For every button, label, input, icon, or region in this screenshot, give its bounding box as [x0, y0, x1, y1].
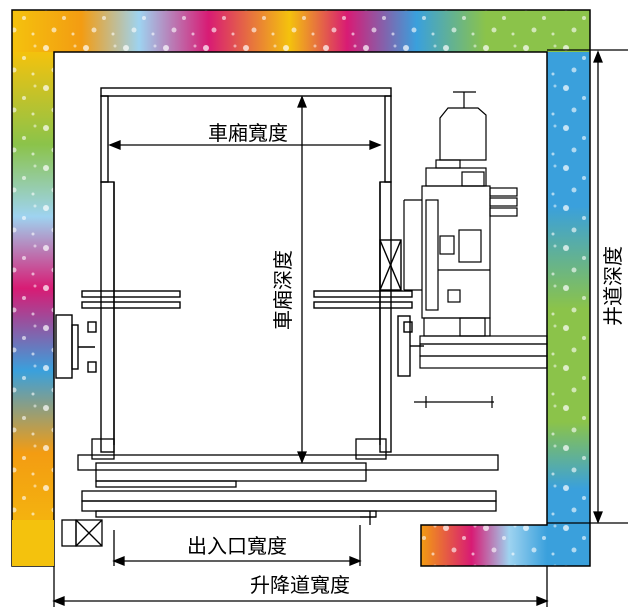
counterweight-assembly	[403, 91, 548, 408]
dimension-labels: 車廂寬度 車廂深度 井道深度 出入口寬度 升降道寬度	[187, 121, 625, 597]
dimension-lines	[52, 49, 628, 607]
shaft-walls	[11, 9, 591, 567]
car-width-label: 車廂寬度	[208, 121, 288, 145]
shaft-depth-label: 井道深度	[601, 246, 625, 326]
left-rail-bracket	[55, 314, 97, 379]
car-frame	[81, 87, 413, 453]
entrance-width-label: 出入口寬度	[187, 534, 287, 558]
right-rail-bracket	[397, 315, 424, 377]
car-depth-label: 車廂深度	[271, 250, 295, 330]
shaft-width-label: 升降道寬度	[250, 573, 350, 597]
door-sill-assembly	[61, 438, 499, 547]
